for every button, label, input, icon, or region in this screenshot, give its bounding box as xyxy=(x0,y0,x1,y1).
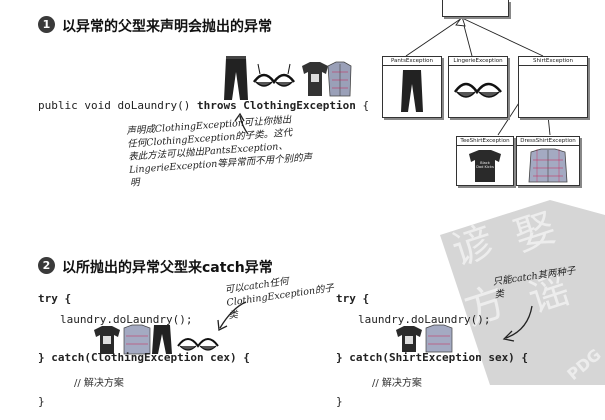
shirt-exception-label: ShirtException xyxy=(519,57,587,66)
shirt-exception-box: ShirtException xyxy=(518,56,588,118)
section1-title: 以异常的父型来声明会抛出的异常 xyxy=(62,19,272,35)
dress-shirt-exception-label: DressShirtException xyxy=(517,137,579,146)
method-prefix: public void doLaundry() xyxy=(38,99,197,112)
watermark-seal: 谚 娶 方 谣 xyxy=(440,200,605,385)
right-try: try { xyxy=(336,292,370,305)
pointer-arrow-2 xyxy=(217,301,247,332)
bra-icon xyxy=(252,63,296,87)
dress-shirt-icon xyxy=(528,148,568,183)
throws-note: 声明成ClothingException可让你抛出 任何ClothingExce… xyxy=(126,112,313,190)
right-close: } xyxy=(336,395,343,408)
pants-icon xyxy=(224,56,248,100)
throws-clause: throws ClothingException xyxy=(196,99,356,112)
left-comment: // 解决方案 xyxy=(74,378,124,389)
shirt-illustration xyxy=(396,324,453,353)
clothing-exception-box xyxy=(442,0,509,17)
pants-exception-box: PantsException xyxy=(382,56,442,118)
pointer-arrow-3 xyxy=(502,305,533,342)
step-number-1: 1 xyxy=(38,16,55,33)
tee-shirt-icon xyxy=(469,150,501,182)
tee-shirt-icon xyxy=(396,326,422,352)
lingerie-exception-label: LingerieException xyxy=(449,57,507,66)
dress-shirt-icon xyxy=(327,61,352,97)
step-number-2: 2 xyxy=(38,257,55,274)
left-catch: } catch(ClothingException cex) { xyxy=(38,351,250,364)
method-brace: { xyxy=(362,99,370,112)
left-close: } xyxy=(38,395,45,408)
pants-icon xyxy=(401,70,423,112)
section2-title: 以所抛出的异常父型来catch异常 xyxy=(62,260,273,276)
pants-exception-label: PantsException xyxy=(383,57,441,66)
pants-icon xyxy=(152,325,172,354)
tee-shirt-exception-label: TeeShirtException xyxy=(457,137,513,146)
clothing-illustration-2 xyxy=(94,324,219,355)
left-call: laundry.doLaundry(); xyxy=(60,313,193,326)
right-catch: } catch(ShirtException sex) { xyxy=(336,351,529,364)
tee-shirt-icon xyxy=(94,326,120,354)
pointer-arrow-1 xyxy=(234,112,249,135)
bra-icon xyxy=(453,82,502,98)
method-signature: public void doLaundry() throws ClothingE… xyxy=(38,99,369,112)
right-comment: // 解决方案 xyxy=(372,378,422,389)
tee-shirt-exception-box: TeeShirtException Black Dad Kicks xyxy=(456,136,514,186)
dress-shirt-icon xyxy=(425,324,453,353)
right-call: laundry.doLaundry(); xyxy=(358,313,491,326)
tee-shirt-icon xyxy=(302,62,328,96)
dress-shirt-exception-box: DressShirtException xyxy=(516,136,580,186)
lingerie-exception-box: LingerieException xyxy=(448,56,508,118)
tee-shirt-print: Black Dad Kicks xyxy=(476,161,494,169)
dress-shirt-icon xyxy=(123,324,151,355)
step-number-2-text: 2 xyxy=(42,259,51,272)
bra-icon xyxy=(177,338,219,351)
left-try: try { xyxy=(38,292,72,305)
step-number-1-text: 1 xyxy=(42,18,51,31)
clothing-illustration-1 xyxy=(224,56,352,100)
